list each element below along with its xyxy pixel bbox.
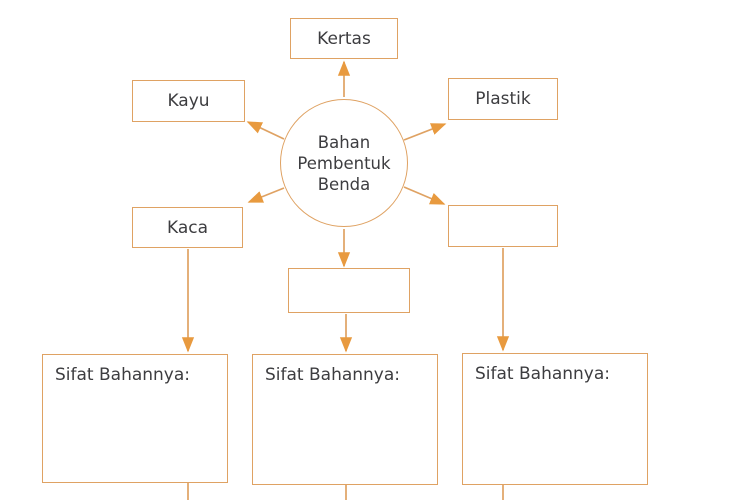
center-node-label-line-2: Pembentuk — [297, 153, 391, 173]
properties-box-2: Sifat Bahannya: — [252, 354, 438, 485]
properties-box-1: Sifat Bahannya: — [42, 354, 228, 483]
node-blank-right — [448, 205, 558, 247]
properties-box-3: Sifat Bahannya: — [462, 353, 648, 485]
node-plastik-label: Plastik — [475, 89, 531, 109]
arrow-center-to-plastik — [403, 123, 447, 141]
arrow-center-to-kayu — [246, 121, 285, 140]
arrow-center-to-kaca — [247, 187, 285, 203]
arrow-center-to-blank-right — [403, 186, 446, 205]
node-kertas-label: Kertas — [317, 28, 371, 49]
center-node-label-line-1: Bahan — [317, 132, 371, 152]
node-kaca: Kaca — [132, 207, 243, 248]
center-node-bahan-pembentuk-benda: Bahan Pembentuk Benda — [280, 99, 408, 227]
properties-box-1-label: Sifat Bahannya: — [55, 365, 191, 385]
node-kayu: Kayu — [132, 80, 245, 122]
properties-box-3-label: Sifat Bahannya: — [475, 364, 611, 384]
node-plastik: Plastik — [448, 78, 558, 120]
node-blank-middle — [288, 268, 410, 313]
center-node-label-line-3: Benda — [317, 174, 371, 194]
node-kayu-label: Kayu — [167, 91, 210, 111]
node-kaca-label: Kaca — [166, 217, 209, 238]
properties-box-2-label: Sifat Bahannya: — [265, 365, 401, 385]
node-kertas: Kertas — [290, 18, 398, 59]
